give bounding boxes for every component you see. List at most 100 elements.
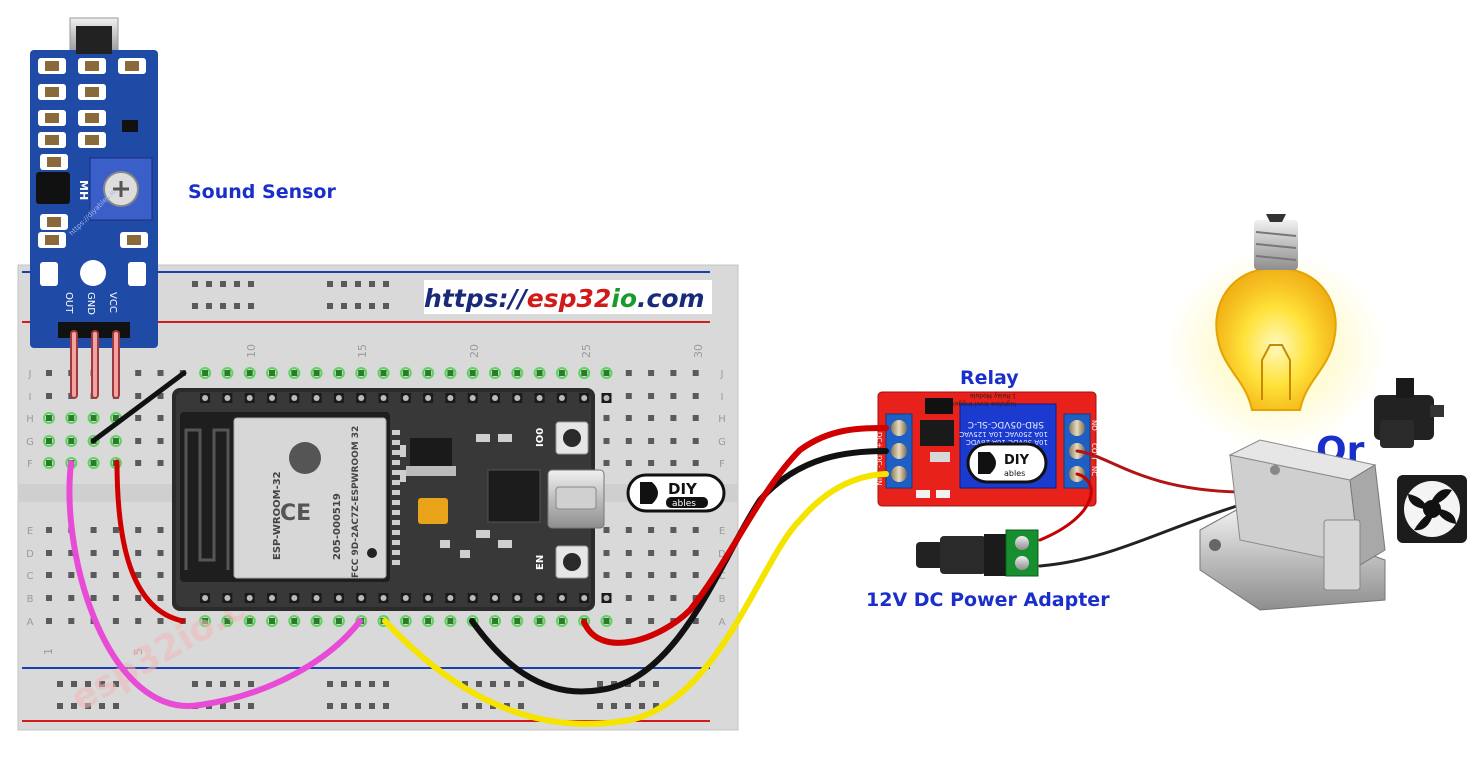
hole-highlight [221, 615, 234, 627]
breadboard-hole [425, 370, 432, 376]
breadboard-hole [670, 438, 677, 444]
breadboard-hole [670, 550, 677, 556]
breadboard-hole [648, 550, 655, 556]
breadboard-hole [648, 527, 655, 533]
breadboard-hole [425, 618, 432, 624]
rail-hole [355, 681, 361, 687]
pin-label-gnd: GND [85, 292, 96, 315]
breadboard-hole [224, 618, 231, 624]
en-label: EN [535, 555, 546, 570]
breadboard-hole [603, 438, 610, 444]
column-number: 25 [580, 344, 593, 358]
breadboard-hole [68, 572, 75, 578]
breadboard-hole [402, 370, 409, 376]
breadboard-hole [68, 438, 75, 444]
esp32-pin-hole [335, 595, 342, 601]
io0-label: IO0 [535, 428, 546, 447]
breadboard-hole [692, 618, 699, 624]
wire-relay-gnd [469, 448, 889, 695]
esp32-pin-hole [514, 395, 521, 401]
hole-highlight [310, 367, 323, 379]
rail-hole [220, 703, 226, 709]
solenoid-lock [1199, 439, 1386, 611]
wire-sensor-vcc [114, 459, 186, 624]
hole-highlight [43, 435, 55, 447]
breadboard-hole [670, 572, 677, 578]
smd-body [45, 87, 59, 97]
breadboard-hole [670, 393, 677, 399]
esp32-pin-hole [380, 595, 387, 601]
row-letter: H [26, 414, 34, 425]
esp32-pin-hole [246, 395, 253, 401]
relay-model: SRD-05VDC-SL-C [968, 419, 1044, 429]
breadboard-hole [536, 370, 543, 376]
breadboard-hole [46, 393, 52, 399]
hole-highlight [533, 615, 546, 627]
hole-highlight [555, 615, 568, 627]
rail-hole [383, 303, 389, 309]
breadboard-hole [135, 438, 142, 444]
esp32-pin-hole [224, 595, 231, 601]
breadboard-hole [625, 438, 632, 444]
rail-hole [327, 681, 333, 687]
row-letter: J [720, 369, 724, 380]
esp32-pin-hole [469, 395, 476, 401]
smd-body [127, 235, 141, 245]
ce-mark: CE [280, 501, 311, 526]
hole-highlight [600, 367, 613, 379]
breadboard-hole [269, 370, 275, 376]
breadboard-hole [692, 527, 699, 533]
sensor-ic [122, 120, 138, 132]
esp32-pin-hole [291, 595, 298, 601]
breadboard-hole [202, 618, 209, 624]
module-pad [392, 470, 400, 475]
hole-highlight [199, 367, 212, 379]
column-number: 5 [132, 648, 145, 655]
rail-hole [57, 703, 63, 709]
hole-highlight [332, 615, 345, 627]
breadboard-hole [625, 527, 632, 533]
breadboard-hole [447, 370, 454, 376]
rail-hole [192, 303, 198, 309]
breadboard-hole [135, 370, 142, 376]
breadboard-hole [157, 370, 164, 376]
breadboard-hole [246, 618, 253, 624]
smd-body [85, 61, 99, 71]
relay-logo-ables: ables [1004, 469, 1025, 478]
pin-label-out: OUT [63, 292, 74, 314]
rail-hole [248, 681, 254, 687]
url-suffix: .com [637, 284, 705, 313]
row-letter: C [719, 571, 726, 582]
breadboard-hole [291, 618, 298, 624]
relay-logo-diy: DIY [1004, 453, 1030, 468]
esp32-pin-hole [269, 395, 275, 401]
breadboard-hole [135, 550, 142, 556]
row-letter: G [26, 437, 34, 448]
breadboard-hole [157, 550, 164, 556]
smd-body [85, 113, 99, 123]
breadboard-hole [112, 527, 119, 533]
rail-hole [476, 681, 482, 687]
relay-label: Relay [960, 367, 1019, 389]
hole-highlight [288, 615, 301, 627]
breadboard-hole [46, 550, 52, 556]
rail-hole [85, 703, 91, 709]
rail-hole [99, 703, 105, 709]
breadboard-hole [90, 595, 97, 601]
breadboard-hole [157, 460, 164, 466]
breadboard-hole [46, 460, 52, 466]
esp32-pin-hole [246, 595, 253, 601]
rail-hole [71, 703, 77, 709]
smd-body [125, 61, 139, 71]
breadboard-hole [670, 415, 677, 421]
breadboard-hole [402, 618, 409, 624]
breadboard-hole [692, 415, 699, 421]
row-letter: D [718, 549, 726, 560]
smd-body [45, 113, 59, 123]
io0-button: IO0 [535, 421, 589, 455]
rail-hole [234, 303, 240, 309]
row-letter: A [27, 617, 34, 628]
breadboard-hole [135, 527, 142, 533]
rail-hole [597, 703, 603, 709]
